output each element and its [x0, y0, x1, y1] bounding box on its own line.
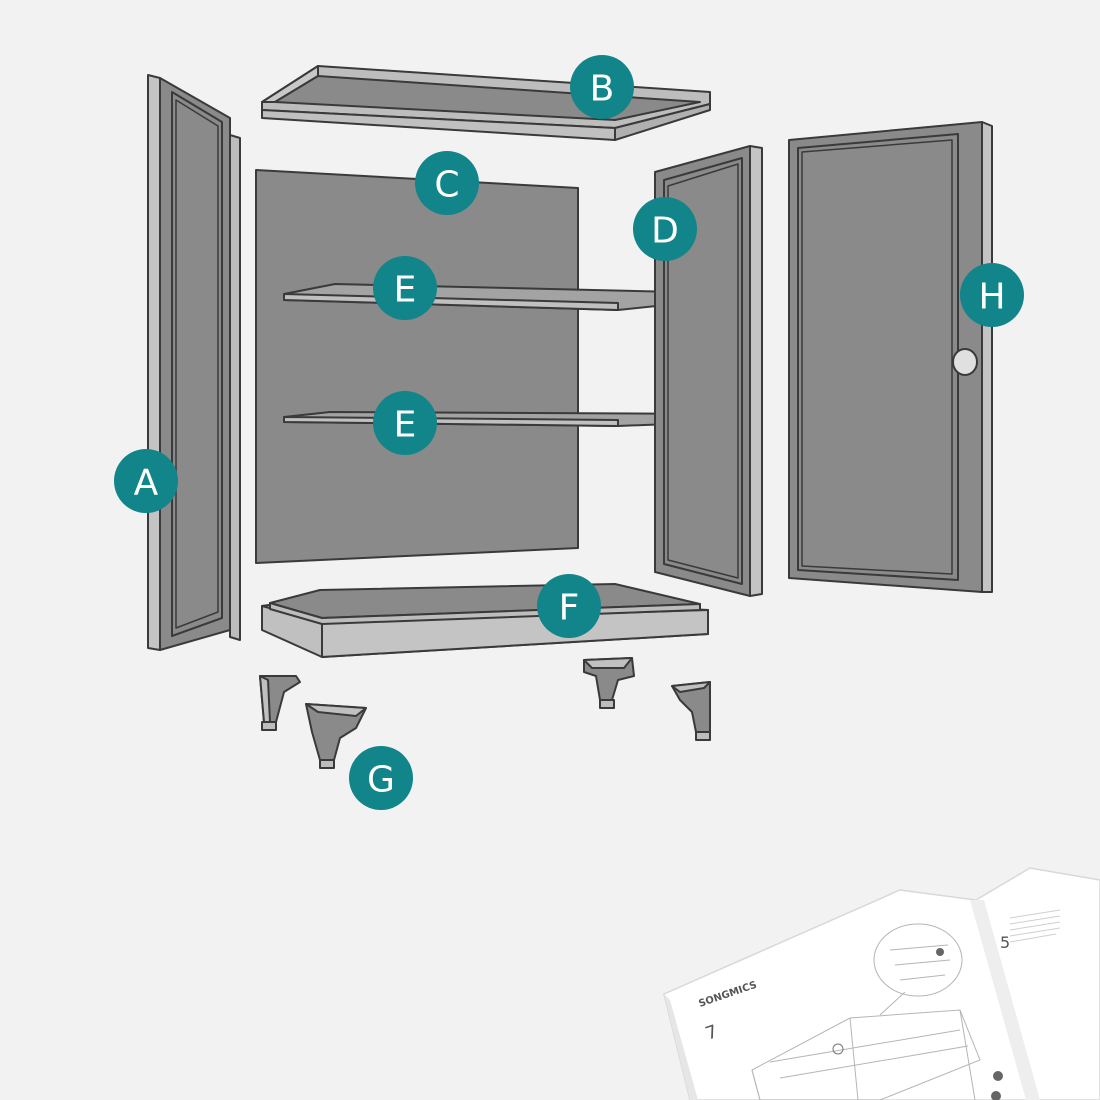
part-d-side-panel [654, 145, 763, 597]
part-a-left-door [147, 74, 241, 651]
badge-c-text: C [434, 165, 459, 206]
badge-d: D [633, 197, 697, 261]
part-b-top-panel [261, 65, 711, 141]
badge-h: H [960, 263, 1024, 327]
badge-c: C [415, 151, 479, 215]
part-c-back-panel [255, 169, 579, 564]
manual-sketch [751, 923, 1003, 1100]
leg-3 [583, 657, 635, 709]
badge-h-text: H [978, 277, 1005, 318]
manual-text-lines [1009, 909, 1061, 943]
leg-1 [259, 675, 301, 731]
badge-f: F [537, 574, 601, 638]
badge-a: A [114, 449, 178, 513]
badge-f-text: F [559, 588, 580, 629]
manual-page-right-number: 5 [1000, 933, 1010, 952]
badge-b-text: B [590, 69, 615, 110]
badge-d-text: D [651, 211, 679, 252]
badge-e-lower: E [373, 391, 437, 455]
badge-g-text: G [367, 760, 395, 801]
badge-a-text: A [134, 463, 159, 504]
badge-e-upper: E [373, 256, 437, 320]
badge-e-lower-text: E [394, 405, 417, 446]
part-h-right-door [788, 121, 993, 593]
leg-2 [305, 703, 367, 769]
leg-4 [671, 681, 711, 741]
part-g-legs [259, 657, 711, 769]
door-knob-icon [952, 348, 978, 376]
instruction-manual: SONGMICS 7 5 [663, 867, 1100, 1100]
badge-b: B [570, 55, 634, 119]
badge-e-upper-text: E [394, 270, 417, 311]
badge-g: G [349, 746, 413, 810]
part-f-bottom-base [261, 583, 709, 658]
